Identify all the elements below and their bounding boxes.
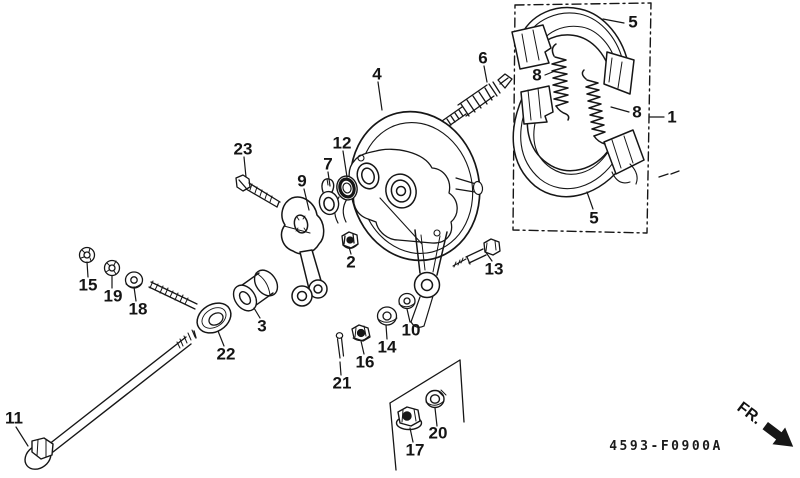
- callout-part-5-top: 5: [628, 12, 638, 32]
- washer-18: [124, 271, 144, 289]
- callout-part-18: 18: [128, 299, 148, 319]
- callout-part-22: 22: [216, 344, 236, 364]
- callout-part-21: 21: [332, 373, 352, 393]
- callout-part-11: 11: [5, 408, 23, 428]
- split-pin: [335, 332, 345, 359]
- torque-rod: [148, 280, 232, 334]
- callout-part-14: 14: [377, 337, 397, 357]
- callout-part-7: 7: [323, 154, 333, 174]
- callout-part-2: 2: [346, 252, 356, 272]
- washer-14: [376, 306, 398, 326]
- callout-part-16: 16: [355, 352, 375, 372]
- callout-part-15: 15: [78, 275, 98, 295]
- brake-panel: [334, 110, 484, 328]
- callout-part-8-right: 8: [632, 102, 642, 122]
- spring-washer-20: [425, 389, 447, 409]
- nut-15: [78, 246, 96, 264]
- brake-shoe-upper: [511, 6, 635, 95]
- nut-16: [351, 324, 371, 342]
- callout-part-20: 20: [428, 423, 448, 443]
- brake-shoe-set-box: [512, 2, 680, 234]
- stopper-bolt: [452, 238, 501, 268]
- bushing: [232, 269, 279, 312]
- callout-part-6: 6: [478, 48, 488, 68]
- hardware-box: [389, 359, 465, 471]
- dust-seal-washer: [336, 175, 358, 201]
- wear-indicator-plate: [318, 178, 340, 216]
- callout-part-1: 1: [667, 107, 677, 127]
- callout-part-9: 9: [297, 171, 307, 191]
- callout-part-13: 13: [484, 259, 504, 279]
- flange-nut-17: [395, 406, 423, 431]
- diagram-code: 4593-F0900A: [609, 439, 723, 454]
- cam-nut: [341, 231, 359, 249]
- callout-part-3: 3: [257, 316, 267, 336]
- nut-19: [103, 259, 121, 277]
- fr-label: FR.: [734, 399, 765, 428]
- callout-part-17: 17: [405, 440, 425, 460]
- fr-arrow-icon: [762, 422, 794, 447]
- washer-10: [398, 292, 416, 310]
- leader-lines: [15, 18, 665, 447]
- callout-part-8-left: 8: [532, 65, 542, 85]
- callout-part-19: 19: [103, 286, 123, 306]
- adjuster-bolt: [441, 73, 513, 129]
- pinch-bolt: [235, 174, 281, 208]
- axle-bolt: [24, 329, 197, 470]
- brake-shoe-lower: [512, 85, 645, 198]
- return-spring-left: [551, 43, 570, 121]
- brake-arm: [280, 196, 328, 307]
- callout-part-5-bottom: 5: [589, 208, 599, 228]
- return-spring-right: [581, 69, 606, 145]
- callout-part-10: 10: [401, 320, 421, 340]
- callout-part-12: 12: [332, 133, 352, 153]
- fr-direction: FR.: [734, 399, 794, 447]
- callout-part-4: 4: [372, 64, 382, 84]
- callout-part-23: 23: [233, 139, 253, 159]
